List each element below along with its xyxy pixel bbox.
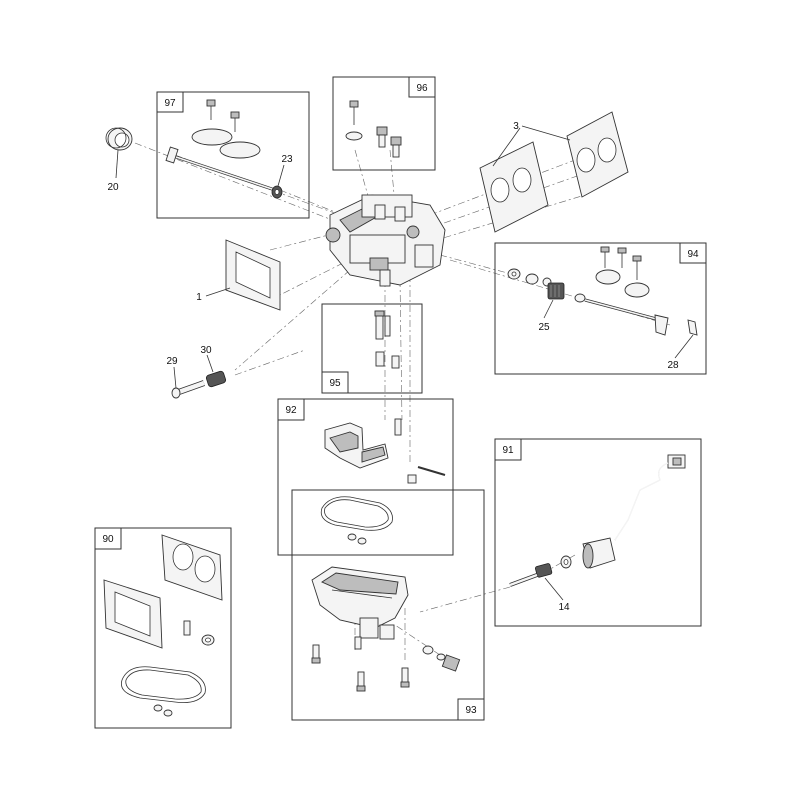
callout-28: 28: [667, 360, 679, 371]
callout-25: 25: [538, 322, 550, 333]
kit-95-label: 95: [329, 378, 341, 389]
carburetor-body: [325, 194, 446, 287]
callout-1: 1: [196, 292, 202, 303]
kit-92-label: 92: [285, 405, 297, 416]
callout-29: 29: [166, 356, 178, 367]
kit-90-group: 90: [94, 527, 232, 729]
screw-part-29: [171, 380, 206, 399]
callout-20: 20: [107, 182, 119, 193]
callout-14: 14: [558, 602, 570, 613]
gasket-part-1: [225, 239, 281, 311]
kit-91-group: 91: [494, 438, 702, 627]
kit-95-group: 95: [321, 303, 423, 394]
callout-leaders: [115, 125, 694, 601]
kit-96-label: 96: [416, 83, 428, 94]
gasket-part-3: [479, 111, 629, 233]
spring-part-14: [509, 563, 553, 587]
kit-93-group: 93: [291, 489, 485, 721]
kit-94-label: 94: [687, 249, 699, 260]
kit-94-group: 94: [494, 242, 707, 375]
spring-part-30: [205, 370, 227, 388]
kit-96-group: 96: [332, 76, 436, 171]
kit-90-label: 90: [102, 534, 114, 545]
kit-91-label: 91: [502, 445, 514, 456]
kit-97-label: 97: [164, 98, 176, 109]
kit-93-label: 93: [465, 705, 477, 716]
callout-30: 30: [200, 345, 212, 356]
callout-3: 3: [513, 121, 519, 132]
callout-23: 23: [281, 154, 293, 165]
kit-92-group: 92: [277, 398, 454, 556]
seal-part-20: [105, 127, 133, 151]
callout-numbers: 20 23 3 1 25 28 29 30 14: [107, 121, 679, 613]
kit-97-group: 97: [156, 91, 310, 219]
